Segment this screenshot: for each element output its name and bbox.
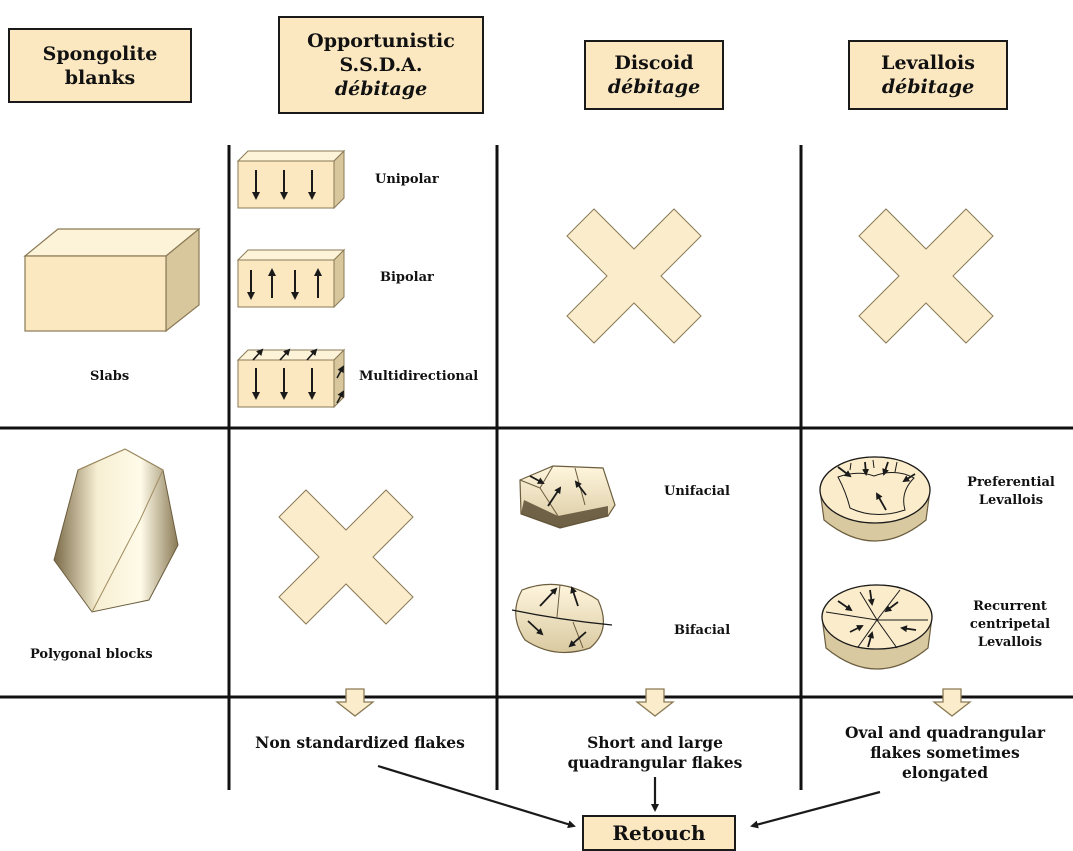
label-slabs: Slabs bbox=[90, 369, 130, 384]
product-opportunistic: Non standardized flakes bbox=[240, 733, 480, 753]
product-discoid: Short and large quadrangular flakes bbox=[542, 733, 768, 773]
product-discoid-line1: Short and large bbox=[587, 733, 723, 752]
label-unipolar: Unipolar bbox=[375, 172, 439, 187]
multidirectional-core-icon bbox=[236, 348, 346, 409]
product-levallois-line2: flakes sometimes bbox=[870, 743, 1020, 762]
retouch-arrows bbox=[377, 764, 881, 829]
header-spongolite-line2: blanks bbox=[64, 66, 136, 89]
unifacial-discoid-core-icon bbox=[519, 465, 616, 529]
product-discoid-line2: quadrangular flakes bbox=[567, 753, 743, 772]
header-opportunistic-line1: Opportunistic bbox=[307, 30, 455, 52]
bipolar-core-icon bbox=[236, 248, 346, 309]
cross-discoid-slabs-icon bbox=[566, 208, 702, 344]
retouch-label: Retouch bbox=[612, 821, 706, 845]
header-opportunistic-debitage: Opportunistic S.S.D.A. débitage bbox=[278, 16, 484, 114]
retouch-box: Retouch bbox=[582, 815, 736, 851]
product-levallois-line1: Oval and quadrangular bbox=[844, 723, 1046, 742]
label-preferential-levallois: Preferential Levallois bbox=[961, 474, 1061, 510]
slab-block-icon bbox=[23, 227, 201, 333]
preferential-levallois-core-icon bbox=[819, 456, 931, 542]
label-recurrent-centripetal-levallois: Recurrent centripetal Levallois bbox=[960, 598, 1060, 652]
polygonal-block-icon bbox=[53, 448, 179, 613]
label-recurrent-line3: Levallois bbox=[977, 635, 1043, 650]
header-levallois-debitage: Levallois débitage bbox=[848, 40, 1008, 110]
label-recurrent-line2: centripetal bbox=[969, 617, 1051, 632]
product-levallois-line3: elongated bbox=[901, 763, 989, 782]
label-preferential-line1: Preferential bbox=[967, 475, 1055, 490]
down-arrow-opportunistic-icon bbox=[335, 688, 375, 717]
label-preferential-line2: Levallois bbox=[978, 493, 1044, 508]
bifacial-discoid-core-icon bbox=[511, 583, 613, 654]
down-arrow-discoid-icon bbox=[635, 688, 675, 717]
label-unifacial: Unifacial bbox=[664, 484, 730, 499]
header-discoid-debitage: Discoid débitage bbox=[584, 40, 724, 110]
label-polygonal-blocks: Polygonal blocks bbox=[30, 647, 153, 662]
label-bifacial: Bifacial bbox=[674, 623, 731, 638]
header-levallois-line2: débitage bbox=[881, 76, 975, 98]
down-arrow-levallois-icon bbox=[932, 688, 972, 717]
header-opportunistic-line3: débitage bbox=[334, 78, 428, 100]
header-spongolite-line1: Spongolite bbox=[42, 42, 158, 65]
cross-opportunistic-polygonal-icon bbox=[278, 489, 414, 625]
header-discoid-line1: Discoid bbox=[614, 52, 694, 74]
unipolar-core-icon bbox=[236, 149, 346, 210]
header-spongolite-blanks: Spongolite blanks bbox=[8, 28, 192, 103]
label-multidirectional: Multidirectional bbox=[359, 369, 479, 384]
label-bipolar: Bipolar bbox=[380, 270, 434, 285]
product-levallois: Oval and quadrangular flakes sometimes e… bbox=[826, 723, 1064, 783]
header-discoid-line2: débitage bbox=[607, 76, 701, 98]
recurrent-centripetal-levallois-core-icon bbox=[821, 584, 933, 670]
header-opportunistic-line2: S.S.D.A. bbox=[339, 54, 423, 76]
grid-lines bbox=[0, 145, 1073, 790]
header-levallois-line1: Levallois bbox=[881, 52, 975, 74]
product-opportunistic-line1: Non standardized flakes bbox=[255, 733, 465, 752]
label-recurrent-line1: Recurrent bbox=[973, 599, 1047, 614]
cross-levallois-slabs-icon bbox=[858, 208, 994, 344]
